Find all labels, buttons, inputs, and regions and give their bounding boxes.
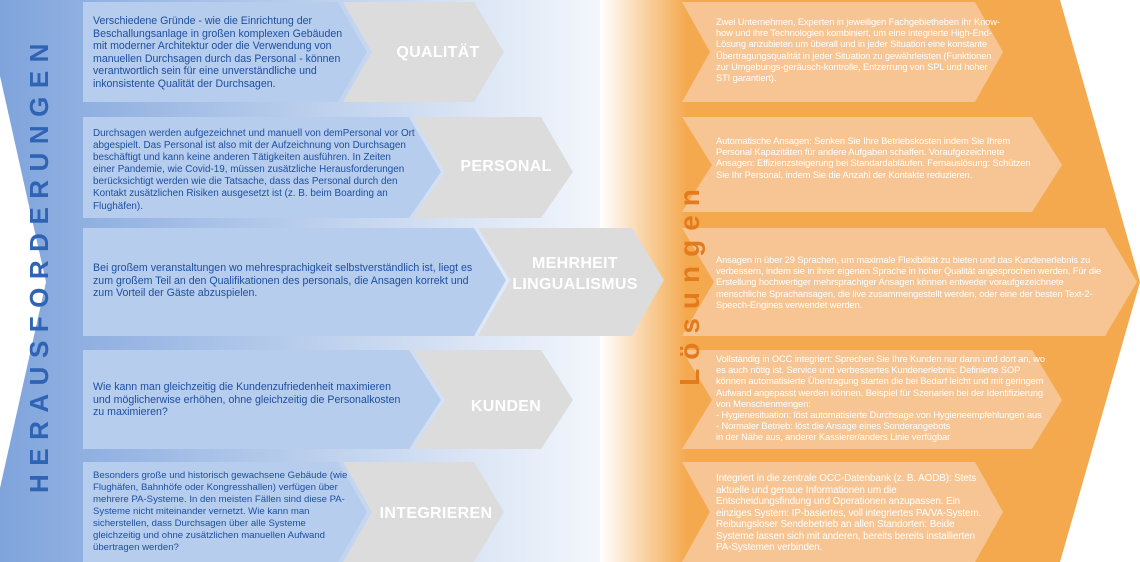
- solution-chevron-1: [682, 2, 1003, 102]
- solution-text-5: Integriert in die zentrale OCC-Datenbank…: [716, 473, 982, 553]
- label-chevron-2: [413, 117, 573, 218]
- solution-text-4: Vollständig in OCC integriert: Sprechen …: [716, 354, 1045, 443]
- solution-text-2: Automatische Ansagen: Senken Sie Ihre Be…: [716, 136, 1031, 180]
- challenge-text-2: Durchsagen werden aufgezeichnet und manu…: [93, 128, 415, 212]
- solution-chevron-3: [682, 228, 1137, 336]
- challenge-box-4: [83, 350, 441, 449]
- challenge-box-5: [83, 462, 367, 562]
- solution-chevron-2: [682, 117, 1062, 212]
- label-kunden: KUNDEN: [470, 398, 542, 415]
- label-chevron-4: [413, 350, 573, 449]
- challenge-text-4: Wie kann man gleichzeitig die Kundenzufr…: [93, 381, 401, 419]
- challenge-text-3: Bei großem veranstaltungen wo mehresprac…: [93, 262, 473, 300]
- left-title-herausforderungen: HERAUSFORDERUNGEN: [24, 35, 54, 493]
- challenge-box-1: [83, 2, 367, 102]
- solution-chevron-4: [682, 350, 1062, 449]
- right-title-loesungen: Lösungen: [674, 180, 705, 386]
- label-chevron-5: [343, 462, 504, 562]
- challenge-box-3: [83, 228, 506, 336]
- solution-text-1: Zwei Unternehmen, Experten in jeweiligen…: [716, 17, 1000, 84]
- solution-chevron-5: [682, 462, 1003, 562]
- label-personal: PERSONAL: [460, 158, 552, 175]
- label-chevron-3: [478, 228, 664, 336]
- label-chevron-1: [343, 2, 504, 102]
- label-integrieren: INTEGRIEREN: [379, 505, 493, 522]
- challenge-text-5: Besonders große und historisch gewachsen…: [93, 470, 348, 553]
- label-qualitaet: QUALITÄT: [396, 44, 480, 61]
- challenge-box-2: [83, 117, 441, 218]
- challenge-text-1: Verschiedene Gründe - wie die Einrichtun…: [93, 15, 343, 90]
- solution-text-3: Ansagen in über 29 Sprachen, um maximale…: [716, 255, 1102, 310]
